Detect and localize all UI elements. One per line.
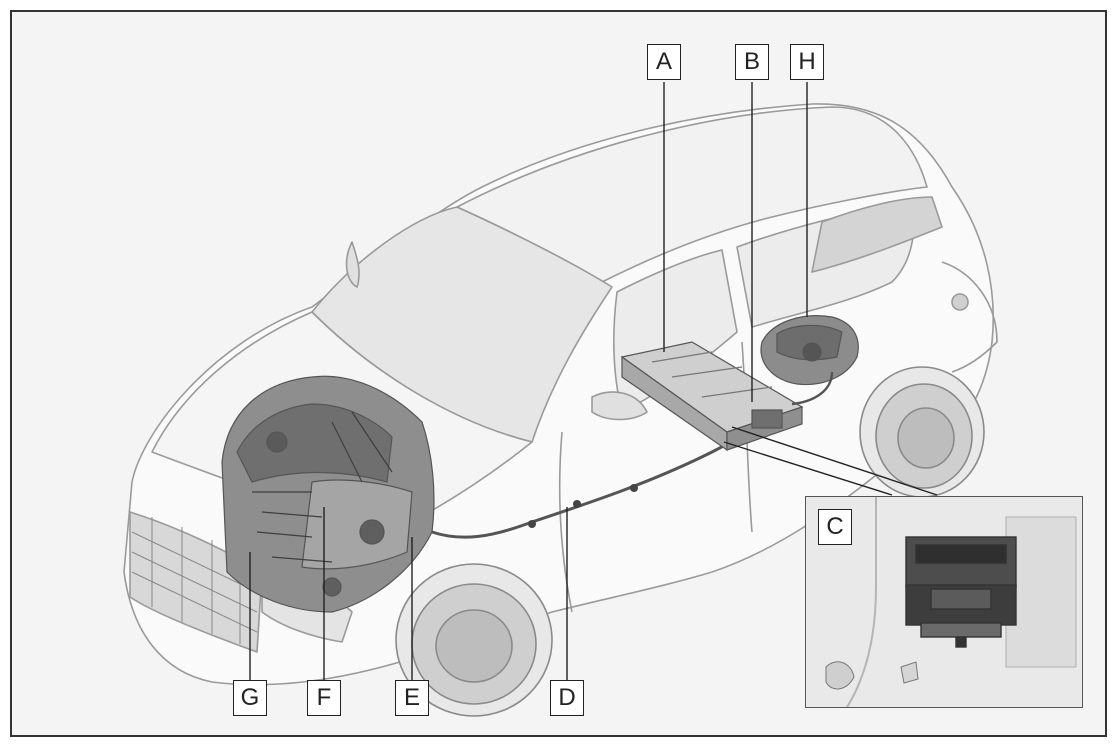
detail-inset: C — [805, 496, 1083, 708]
battery-pack — [620, 341, 804, 452]
side-mirror — [591, 391, 648, 421]
engine-assembly — [221, 375, 435, 613]
callout-a: A — [647, 44, 681, 80]
front-wheel — [395, 563, 553, 717]
callout-d: D — [550, 680, 584, 716]
rear-glass — [811, 196, 943, 273]
rear-wheel — [859, 366, 985, 498]
inset-leader-upper — [731, 426, 938, 496]
figure-frame: A B H D E F G C — [10, 10, 1107, 737]
inset-connector — [905, 536, 1017, 648]
rear-motor — [760, 315, 859, 406]
inset-illustration — [806, 497, 1082, 707]
callout-g: G — [233, 680, 267, 716]
callout-h: H — [790, 44, 824, 80]
callout-f: F — [307, 680, 341, 716]
callout-c: C — [818, 509, 852, 545]
callout-e: E — [395, 680, 429, 716]
inset-leader-lower — [723, 441, 893, 496]
callout-b: B — [735, 44, 769, 80]
vehicle-illustration — [123, 82, 998, 717]
